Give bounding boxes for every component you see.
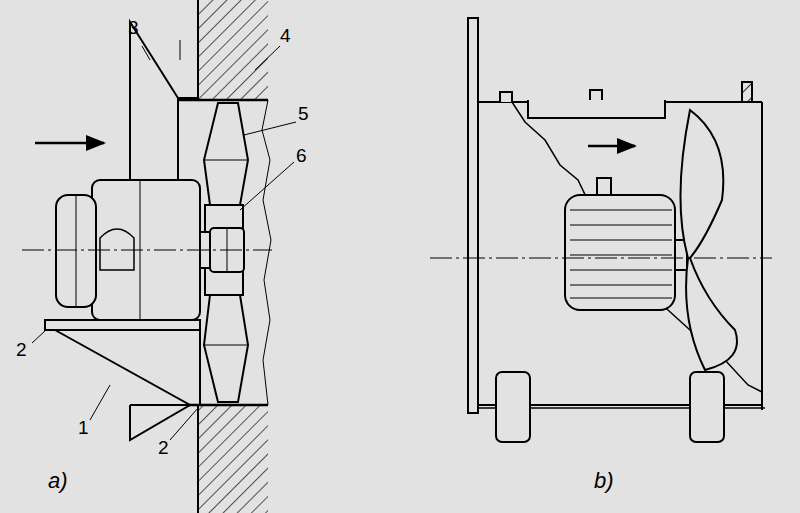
view-label: a) [48,470,68,492]
view-label: b) [594,470,614,492]
callout-number: 4 [280,26,291,45]
mobile-fan [430,18,772,442]
callout-number: 2 [16,340,27,359]
callout-number: 3 [128,18,139,37]
wall-fan [22,0,296,513]
callout-number: 1 [78,418,89,437]
callout-number: 5 [298,104,309,123]
callout-number: 2 [158,438,169,457]
callout-number: 6 [296,146,307,165]
